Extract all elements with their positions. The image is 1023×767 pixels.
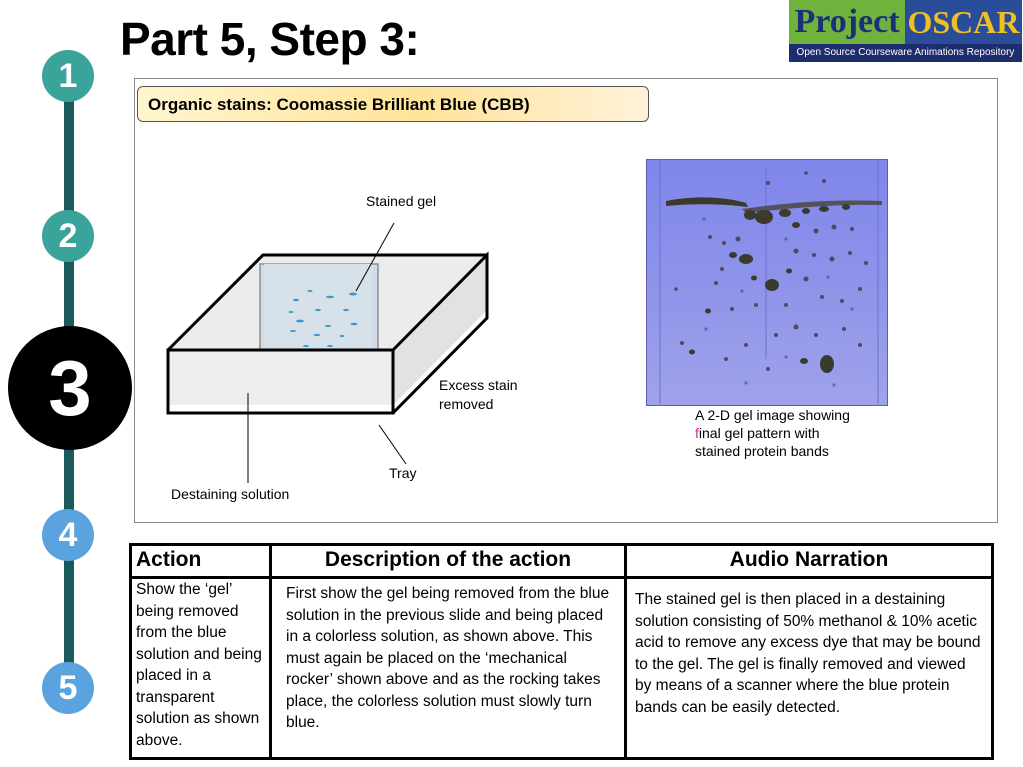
2d-gel-image xyxy=(646,159,888,406)
logo-word-project: Project xyxy=(789,0,905,44)
panel-caption: Organic stains: Coomassie Brilliant Blue… xyxy=(137,86,649,122)
gel-image-caption: A 2-D gel image showing final gel patter… xyxy=(695,406,865,460)
header-action: Action xyxy=(131,545,271,578)
stained-gel-slab xyxy=(260,264,378,360)
header-description: Description of the action xyxy=(271,545,626,578)
gel-caption-text-1: A 2-D gel image showing xyxy=(695,407,850,423)
project-oscar-logo: Project OSCAR Open Source Courseware Ani… xyxy=(789,0,1022,62)
step-1-button[interactable]: 1 xyxy=(42,50,94,102)
label-excess-stain-line1: Excess stain xyxy=(439,376,518,394)
table-header-row: Action Description of the action Audio N… xyxy=(131,545,993,578)
header-audio-narration: Audio Narration xyxy=(626,545,993,578)
action-description-table: Action Description of the action Audio N… xyxy=(129,543,994,760)
destaining-tray-diagram xyxy=(160,160,500,500)
label-tray: Tray xyxy=(389,464,416,482)
step-5-button[interactable]: 5 xyxy=(42,662,94,714)
label-destaining-solution: Destaining solution xyxy=(171,485,289,503)
table-row: Show the ‘gel’ being removed from the bl… xyxy=(131,578,993,759)
page-title: Part 5, Step 3: xyxy=(120,12,419,66)
step-3-current[interactable]: 3 xyxy=(8,326,132,450)
cell-description: First show the gel being removed from th… xyxy=(271,578,626,759)
step-2-button[interactable]: 2 xyxy=(42,210,94,262)
cell-audio-narration: The stained gel is then placed in a dest… xyxy=(626,578,993,759)
logo-wordmark: Project OSCAR xyxy=(789,0,1022,44)
cell-action: Show the ‘gel’ being removed from the bl… xyxy=(131,578,271,759)
label-excess-stain-line2: removed xyxy=(439,395,493,413)
gel-caption-text-2: inal gel pattern with stained protein ba… xyxy=(695,425,829,459)
logo-word-oscar: OSCAR xyxy=(905,0,1022,44)
logo-tagline: Open Source Courseware Animations Reposi… xyxy=(789,44,1022,62)
label-stained-gel: Stained gel xyxy=(366,192,436,210)
step-4-button[interactable]: 4 xyxy=(42,509,94,561)
